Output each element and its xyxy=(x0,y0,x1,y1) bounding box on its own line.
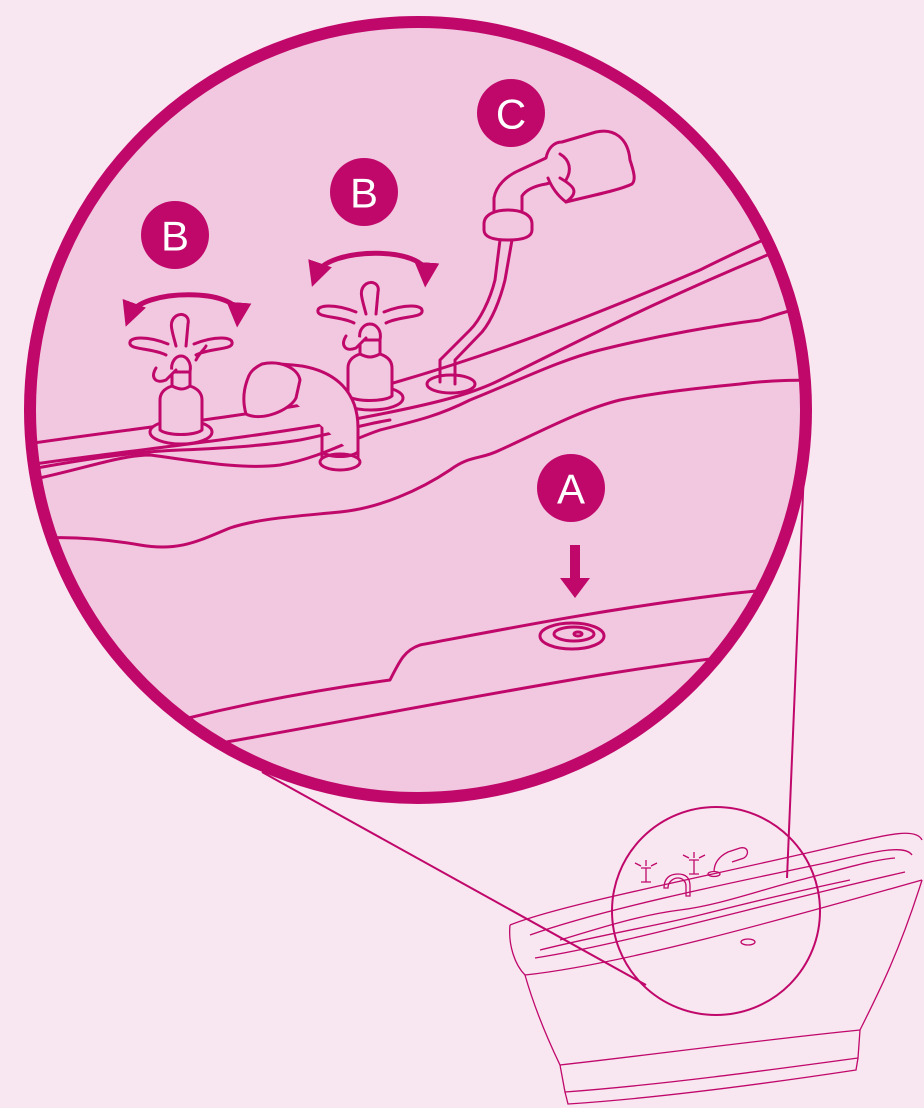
water-surface-line xyxy=(30,378,806,549)
badge-a-label: A xyxy=(557,466,585,513)
tap-left-graphic xyxy=(128,312,234,446)
rotate-arrows-icon xyxy=(122,250,440,328)
zoom-circle-fill xyxy=(30,22,806,798)
tub-taps-small xyxy=(634,847,749,897)
tub-side-right xyxy=(859,879,923,1031)
rim-front-upper xyxy=(178,583,806,722)
drain-center xyxy=(572,630,584,638)
arrow-down-icon xyxy=(560,545,590,598)
connector-line-right xyxy=(786,469,805,879)
tub-inner-rim xyxy=(529,849,913,936)
spout-graphic xyxy=(242,361,362,472)
badge-a: A xyxy=(537,454,605,522)
tap-right-graphic xyxy=(316,280,424,412)
bathtub-illustration xyxy=(509,832,923,1105)
badge-b-left: B xyxy=(141,201,209,269)
tub-plinth xyxy=(559,1029,861,1093)
detail-circle-small xyxy=(611,806,821,1016)
badge-b-right-label: B xyxy=(350,170,378,217)
tub-water-wave xyxy=(559,857,896,941)
badge-b-left-label: B xyxy=(161,213,189,260)
badge-c-label: C xyxy=(496,91,526,138)
zoom-circle-border xyxy=(24,16,812,804)
tub-rim-front xyxy=(524,879,923,976)
drain-inner-ring xyxy=(552,625,596,643)
hand-shower-graphic xyxy=(425,129,636,395)
tub-rim-back xyxy=(509,832,923,926)
badge-c: C xyxy=(477,79,545,147)
tub-inner-wall-line xyxy=(30,298,806,482)
connector-line-left xyxy=(261,771,647,986)
zoom-circle xyxy=(24,16,812,804)
tub-side-left xyxy=(524,974,561,1066)
badge-b-right: B xyxy=(330,158,398,226)
rotate-arrows-icon xyxy=(308,250,440,288)
rotate-arrows-icon xyxy=(122,292,252,328)
tub-plinth-base xyxy=(564,1057,859,1105)
tub-inner-front xyxy=(534,871,906,959)
tub-water-line xyxy=(539,879,851,951)
rim-top-edge xyxy=(30,228,806,467)
tub-drain-small xyxy=(740,938,756,946)
tub-base-top xyxy=(559,1029,861,1066)
tub-rim-left xyxy=(509,924,526,976)
